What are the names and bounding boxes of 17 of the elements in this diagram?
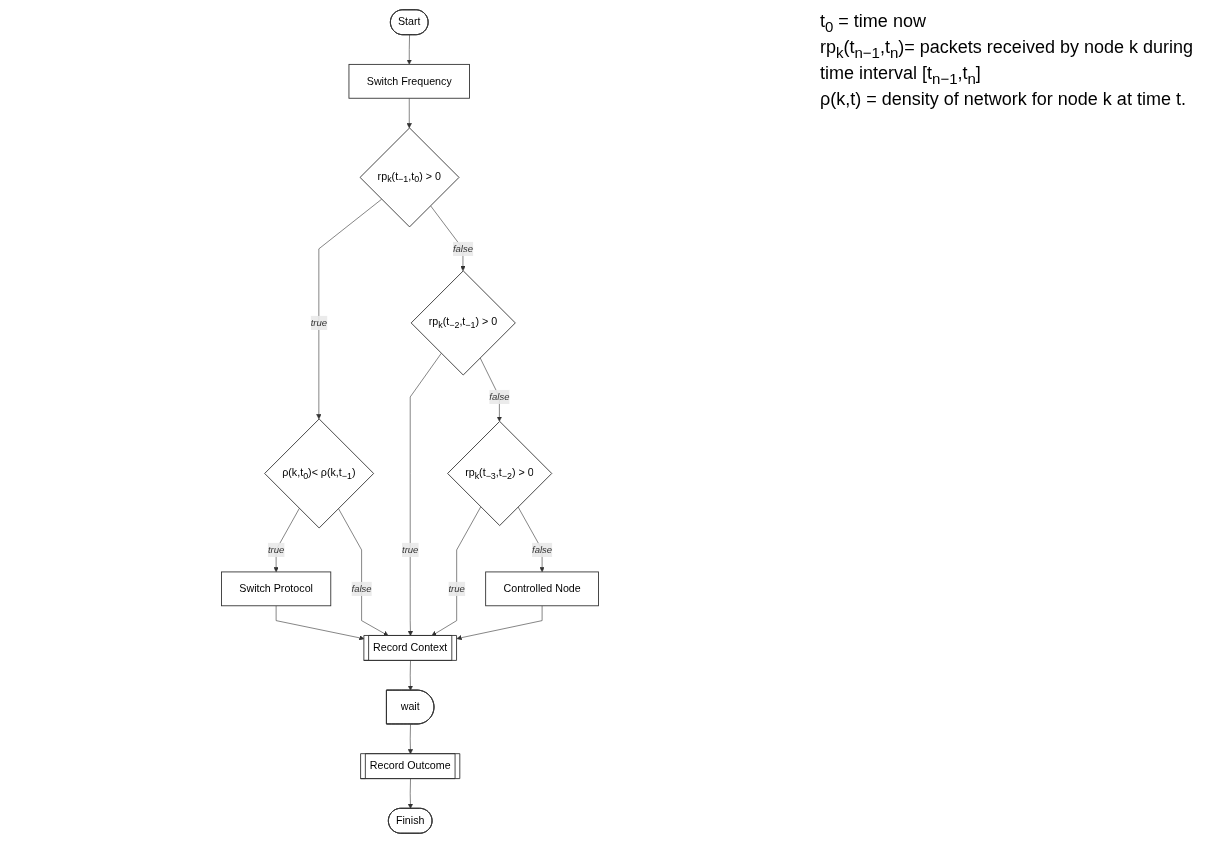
node-box: Switch Protocol [221,571,332,607]
edge-label: false [532,544,553,555]
edge-label: true [402,544,419,555]
node-diamond: rp$_{k}$(t$_{−3}$,t$_{−2}$) > 0 [447,420,553,526]
edge-label: true [448,583,465,594]
note-text: t$_{0}$ = time now [820,10,927,37]
node-diamond: rp$_{k}$(t$_{−1}$,t$_{0}$) > 0 [359,127,460,228]
node-box: Switch Frequency [348,63,470,99]
node-diamond: rp$_{k}$(t$_{−2}$,t$_{−1}$) > 0 [410,270,516,376]
node-diamond: ρ(k,t$_{0}$)< ρ(k,t$_{−1}$) [264,418,375,529]
edge-label: false [452,243,473,254]
node-box: Controlled Node [485,571,599,607]
edge-label: false [489,391,510,402]
edge-label: true [267,544,285,555]
edge-label: false [351,583,372,594]
edge-label: true [310,317,328,328]
note-text: ρ(k,t) = density of network for node k at time t. [820,88,1187,112]
